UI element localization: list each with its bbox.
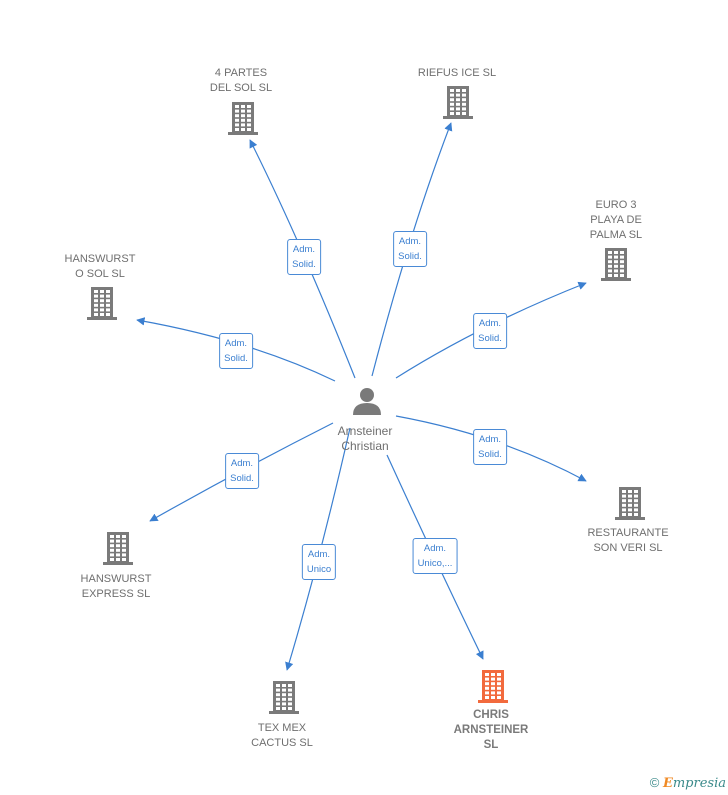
building-icon-restaurante[interactable] bbox=[615, 487, 645, 520]
company-name-tex-mex[interactable]: TEX MEX CACTUS SL bbox=[251, 722, 313, 749]
role-tag-restaurante: Adm. Solid. bbox=[473, 429, 507, 465]
copyright-symbol: © bbox=[649, 775, 660, 790]
role-tag-riefus: Adm. Solid. bbox=[393, 231, 427, 267]
role-tag-chris: Adm. Unico,... bbox=[412, 538, 458, 574]
building-icon-hanswurst-o-sol[interactable] bbox=[87, 287, 117, 320]
role-tag-tex-mex: Adm. Unico bbox=[301, 544, 337, 580]
building-icon-hanswurst-express[interactable] bbox=[103, 532, 133, 565]
logo-text: mpresia bbox=[672, 776, 726, 791]
building-icon-chris[interactable] bbox=[478, 670, 508, 703]
role-tag-hanswurst-o-sol: Adm. Solid. bbox=[219, 333, 253, 369]
empresia-logo: Empresia bbox=[663, 776, 726, 791]
person-icon[interactable] bbox=[353, 388, 381, 415]
role-tag-hanswurst-express: Adm. Solid. bbox=[225, 453, 259, 489]
footer-brand: © Empresia bbox=[650, 775, 726, 791]
role-tag-4-partes: Adm. Solid. bbox=[287, 239, 321, 275]
company-name-4-partes[interactable]: 4 PARTES DEL SOL SL bbox=[209, 67, 273, 94]
logo-initial: E bbox=[662, 776, 673, 791]
role-tag-euro3: Adm. Solid. bbox=[473, 313, 507, 349]
company-name-hanswurst-o-sol[interactable]: HANSWURST O SOL SL bbox=[64, 253, 136, 280]
building-icon-euro3[interactable] bbox=[601, 248, 631, 281]
company-name-riefus[interactable]: RIEFUS ICE SL bbox=[417, 67, 497, 79]
building-icon-tex-mex[interactable] bbox=[269, 681, 299, 714]
company-name-chris[interactable]: CHRIS ARNSTEINER SL bbox=[453, 709, 529, 751]
company-name-euro3[interactable]: EURO 3 PLAYA DE PALMA SL bbox=[589, 199, 643, 241]
building-icon-riefus[interactable] bbox=[443, 86, 473, 119]
person-name[interactable]: Arnsteiner Christian bbox=[337, 424, 393, 453]
company-name-restaurante[interactable]: RESTAURANTE SON VERI SL bbox=[587, 527, 669, 554]
company-name-hanswurst-express[interactable]: HANSWURST EXPRESS SL bbox=[80, 573, 152, 600]
building-icon-4-partes[interactable] bbox=[228, 102, 258, 135]
